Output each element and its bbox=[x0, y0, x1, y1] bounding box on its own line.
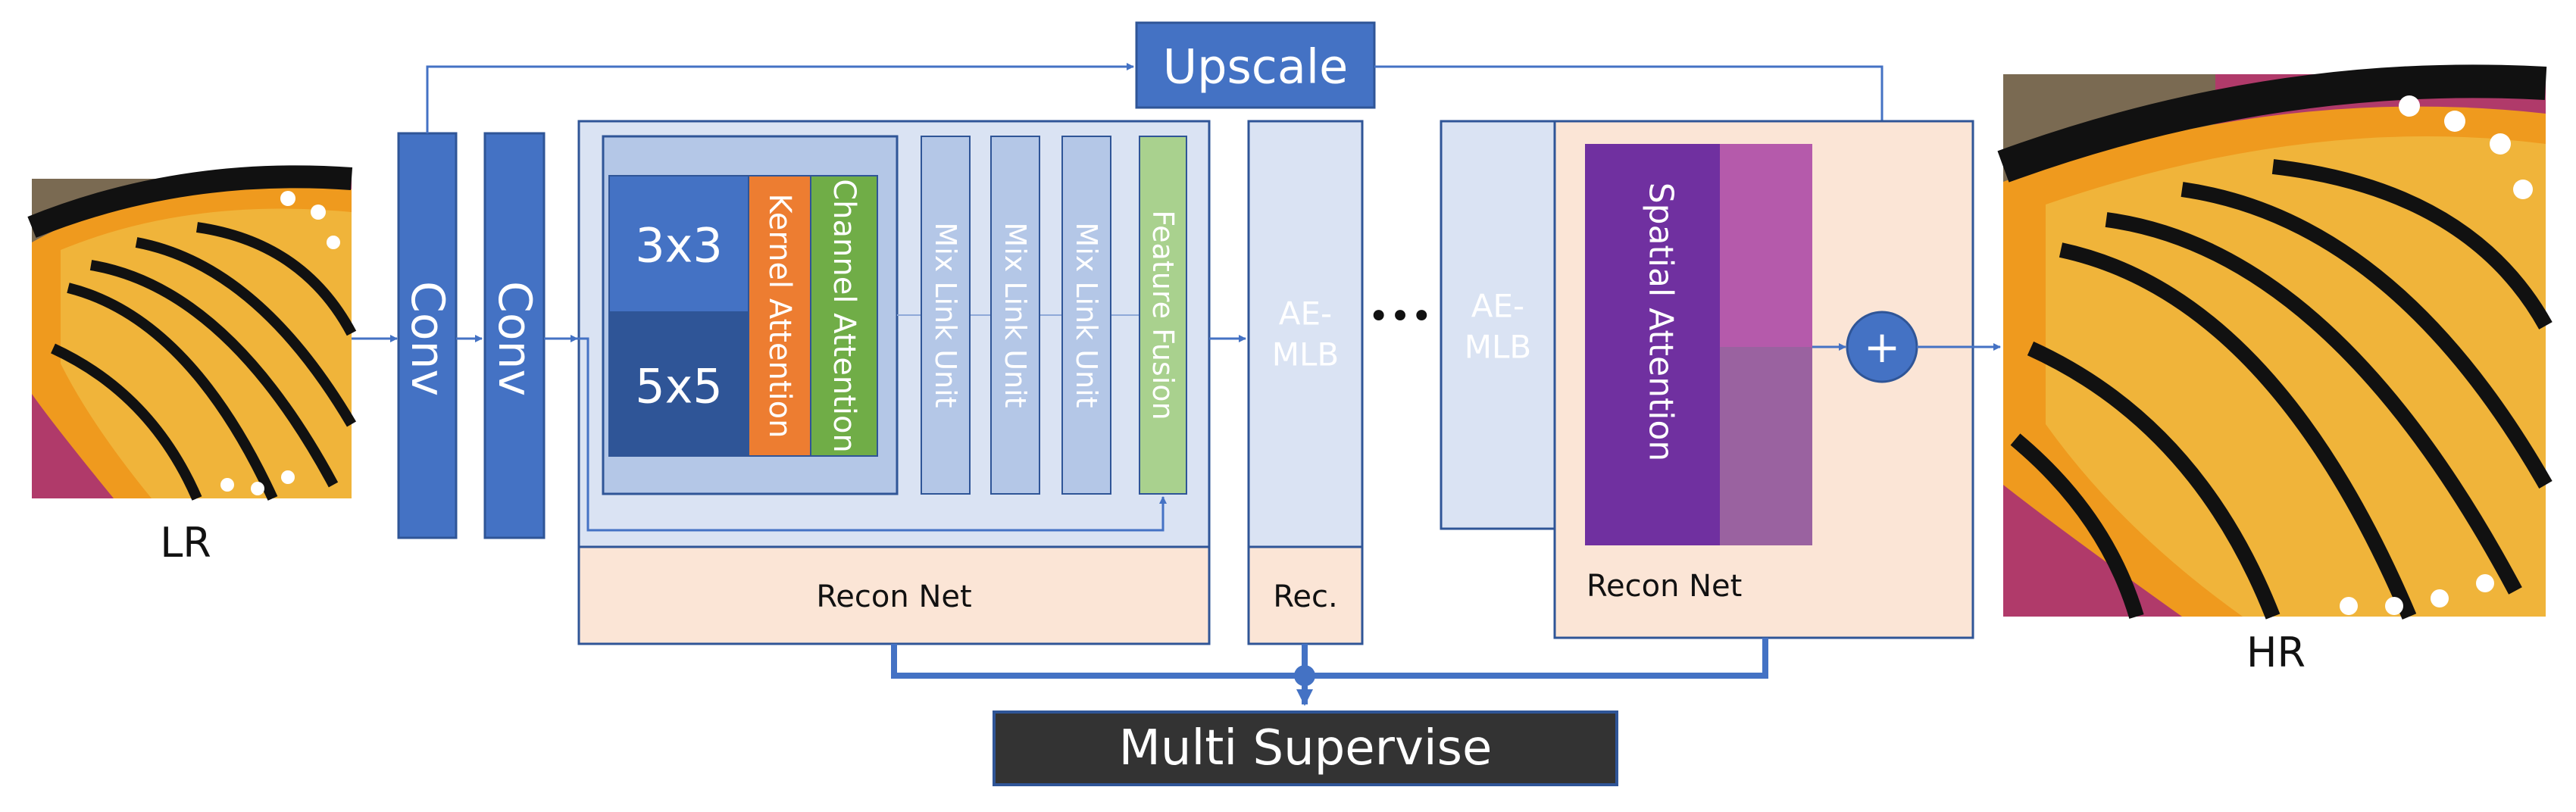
mix-link-unit-3 bbox=[1061, 136, 1111, 495]
multi-supervise-label: Multi Supervise bbox=[1119, 720, 1493, 776]
conv2-label: Conv bbox=[488, 281, 541, 396]
upscale-label: Upscale bbox=[1163, 39, 1349, 95]
spatial-attention-block bbox=[1585, 144, 1720, 545]
rec-block bbox=[1247, 545, 1364, 645]
feature-fusion-block bbox=[1139, 136, 1187, 495]
channel-attention-block bbox=[810, 175, 878, 457]
ellipsis-text: ••• bbox=[1368, 295, 1433, 338]
lr-label: LR bbox=[160, 519, 211, 567]
channel-attention-label: Channel Attention bbox=[827, 179, 861, 453]
ae-mlb-3-block bbox=[1440, 120, 1556, 530]
spatial-attention-map-bottom bbox=[1720, 347, 1812, 545]
supervise-junction bbox=[1294, 665, 1315, 686]
conv2-block bbox=[483, 132, 546, 539]
upscale-block bbox=[1135, 21, 1376, 109]
skip-line-to-upscale bbox=[426, 63, 1134, 133]
feature-fusion-label: Feature Fusion bbox=[1146, 210, 1180, 420]
recon-net-1-block bbox=[577, 545, 1211, 645]
add-symbol: + bbox=[1864, 321, 1901, 373]
ae-mlb-2-label-bottom: MLB bbox=[1272, 336, 1339, 373]
mix-link-unit-1 bbox=[921, 136, 971, 495]
conv1-block bbox=[397, 132, 458, 539]
inner-skip-line bbox=[565, 337, 1167, 532]
conv1-label: Conv bbox=[401, 281, 454, 396]
rec-label: Rec. bbox=[1273, 579, 1337, 614]
mix-link-unit-2-label: Mix Link Unit bbox=[999, 222, 1032, 408]
ae-mlb-3-label-bottom: MLB bbox=[1465, 329, 1531, 366]
spatial-attention-label: Spatial Attention bbox=[1642, 183, 1680, 462]
kernel-attention-block bbox=[748, 175, 811, 457]
mix-link-unit-3-label: Mix Link Unit bbox=[1070, 222, 1103, 408]
conv3x3-block bbox=[608, 175, 749, 313]
kernel-attention-label: Kernel Attention bbox=[762, 194, 797, 439]
lr-image bbox=[27, 165, 357, 501]
supervise-line-right bbox=[1305, 638, 1768, 679]
hr-label: HR bbox=[2246, 629, 2306, 676]
multi-supervise-block bbox=[993, 710, 1618, 786]
conv5x5-label: 5x5 bbox=[635, 359, 723, 414]
conv3x3-label: 3x3 bbox=[635, 218, 723, 273]
recon-net-1-label: Recon Net bbox=[816, 579, 971, 614]
ae-mlb-2-label-top: AE- bbox=[1279, 295, 1332, 333]
mix-link-unit-2 bbox=[990, 136, 1040, 495]
supervise-line-left bbox=[891, 644, 1305, 679]
hr-image bbox=[1997, 64, 2553, 620]
recon-net-2-label: Recon Net bbox=[1587, 569, 1742, 604]
spatial-attention-map-top bbox=[1720, 144, 1812, 347]
mix-link-unit-1-label: Mix Link Unit bbox=[929, 222, 962, 408]
ae-mlb-2-block bbox=[1247, 120, 1364, 548]
ae-mlb-3-label-top: AE- bbox=[1471, 288, 1524, 325]
